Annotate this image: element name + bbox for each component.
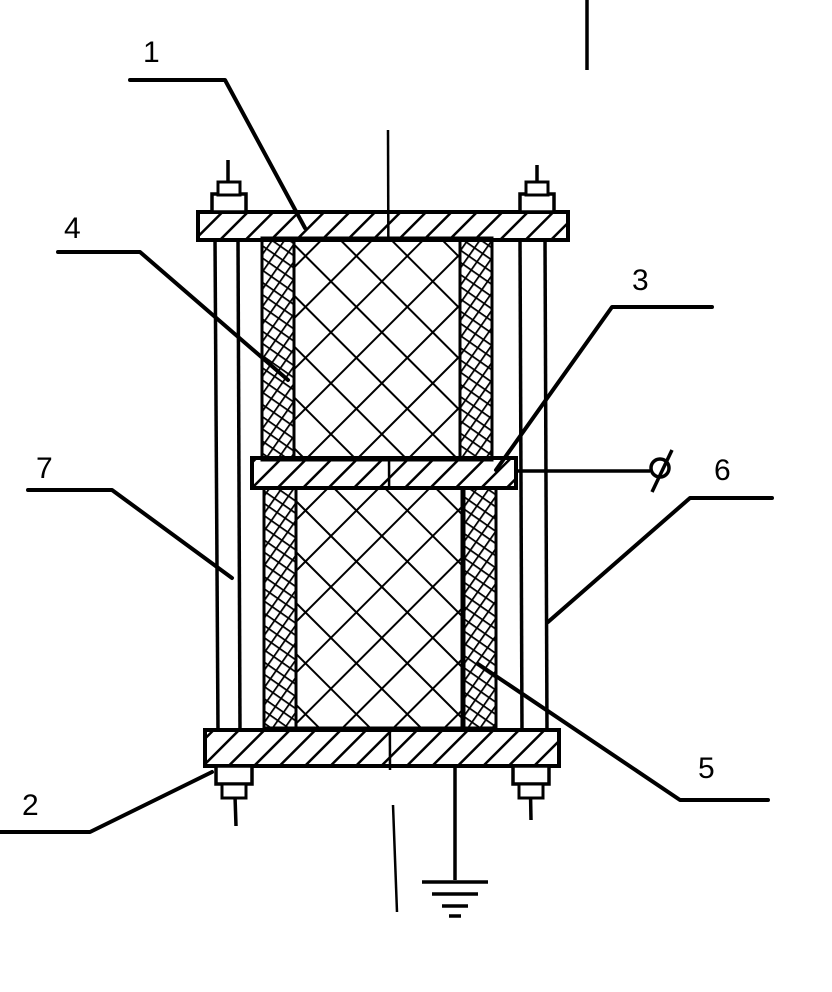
- upper-wall-right: [458, 236, 494, 462]
- label-2: 2: [22, 789, 39, 822]
- label-7: 7: [36, 452, 53, 485]
- label-5: 5: [698, 752, 715, 785]
- center-axis-lower: [391, 804, 399, 913]
- top-left-bolt: [210, 160, 248, 214]
- leader-line-7: [26, 488, 234, 580]
- tie-rod-left: [213, 237, 242, 733]
- bottom-left-bolt: [214, 764, 254, 827]
- label-1: 1: [143, 36, 160, 69]
- tie-rod-right: [518, 237, 549, 733]
- leader-line-4: [56, 250, 290, 382]
- label-4: 4: [64, 212, 81, 245]
- ground-icon: [422, 766, 488, 918]
- leader-line-1: [128, 78, 307, 230]
- top-right-bolt: [518, 165, 556, 214]
- leader-line-6: [546, 496, 774, 624]
- bottom-right-bolt: [511, 764, 551, 821]
- lower-wall-right: [462, 486, 498, 730]
- label-3: 3: [632, 264, 649, 297]
- lower-wall-left: [262, 486, 298, 730]
- bottom-plate: [203, 728, 561, 768]
- middle-electrode-plate: [250, 456, 518, 490]
- leader-line-5: [476, 662, 770, 802]
- leader-line-2: [0, 770, 214, 834]
- upper-wall-left: [260, 236, 296, 462]
- label-6: 6: [714, 454, 731, 487]
- upper-mesh-core: [290, 236, 464, 462]
- top-plate: [196, 210, 570, 242]
- leader-line-3: [494, 305, 714, 472]
- terminal-slash: [650, 449, 674, 493]
- lower-mesh-core: [290, 486, 464, 730]
